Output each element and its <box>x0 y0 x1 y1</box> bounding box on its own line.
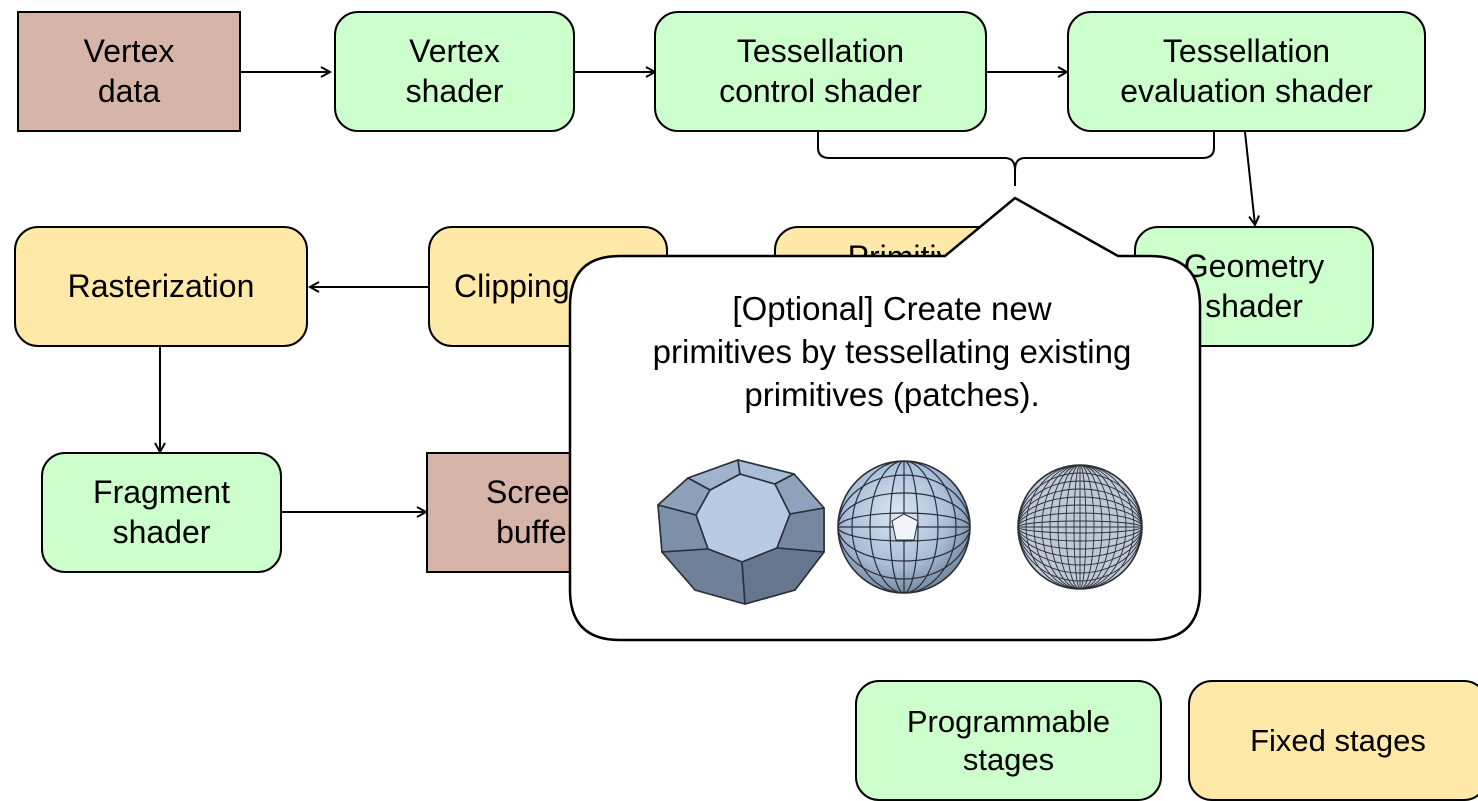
fragment-shader-node: Fragment shader <box>41 452 282 573</box>
legend-fixed-stages: Fixed stages <box>1188 680 1478 801</box>
medium-sphere-icon <box>837 460 971 594</box>
tessellation-evaluation-shader-node: Tessellation evaluation shader <box>1067 11 1426 132</box>
rasterization-node: Rasterization <box>14 226 308 347</box>
legend-programmable-stages: Programmable stages <box>855 680 1162 801</box>
fine-sphere-icon <box>1017 464 1143 590</box>
vertex-shader-node: Vertex shader <box>334 11 575 132</box>
arrow-tesseval-to-geometry <box>1244 131 1255 225</box>
vertex-data-node: Vertex data <box>17 11 241 132</box>
tessellation-control-shader-node: Tessellation control shader <box>654 11 987 132</box>
tessellation-brace <box>817 132 1215 186</box>
callout-text: [Optional] Create new primitives by tess… <box>652 290 1132 413</box>
coarse-polyhedron-icon <box>657 459 825 605</box>
